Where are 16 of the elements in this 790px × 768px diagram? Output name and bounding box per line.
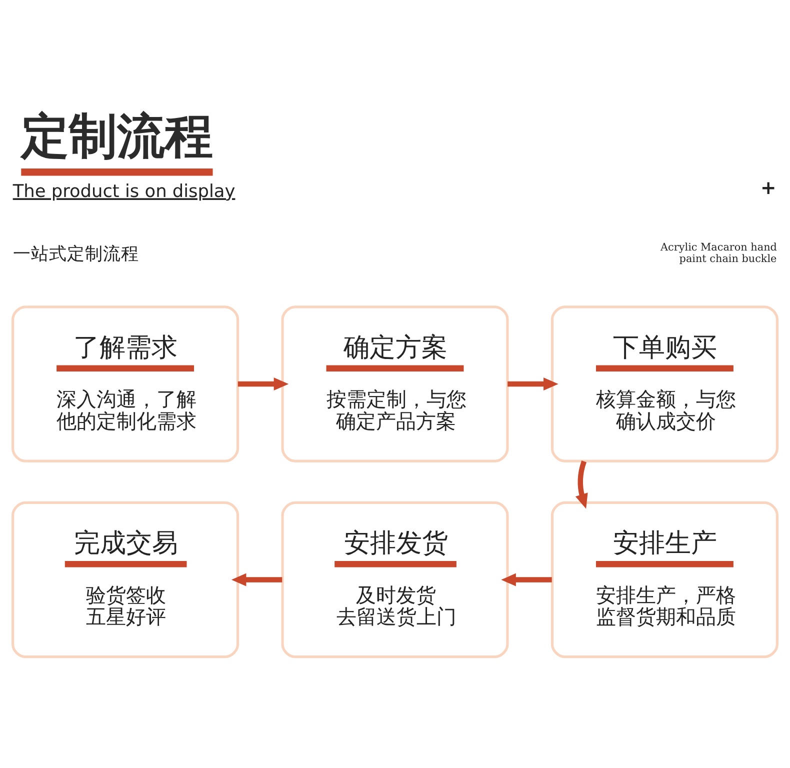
label: Acrylic Macaron hand paint chain buckle xyxy=(660,242,777,266)
arrow xyxy=(501,573,552,586)
arrow xyxy=(575,460,588,509)
arrow xyxy=(231,573,282,586)
label: + xyxy=(760,178,776,199)
node-box: 确定方案 按需定制，与您确定产品方案 xyxy=(281,306,509,462)
node-box: 安排发货 及时发货去留送货上门 xyxy=(281,501,509,658)
arrow xyxy=(508,378,558,390)
label: The product is on display xyxy=(12,182,236,202)
node-box: 安排生产 安排生产，严格监督货期和品质 xyxy=(550,501,778,658)
node-box: 下单购买 核算金额，与您确认成交价 xyxy=(550,306,778,462)
node-box: 完成交易 验货签收五星好评 xyxy=(12,501,240,658)
label: 一站式定制流程 xyxy=(12,244,139,265)
diagram-title: 定制流程 xyxy=(21,108,214,165)
arrow xyxy=(238,378,289,390)
node-box: 了解需求 深入沟通，了解他的定制化需求 xyxy=(12,306,240,462)
